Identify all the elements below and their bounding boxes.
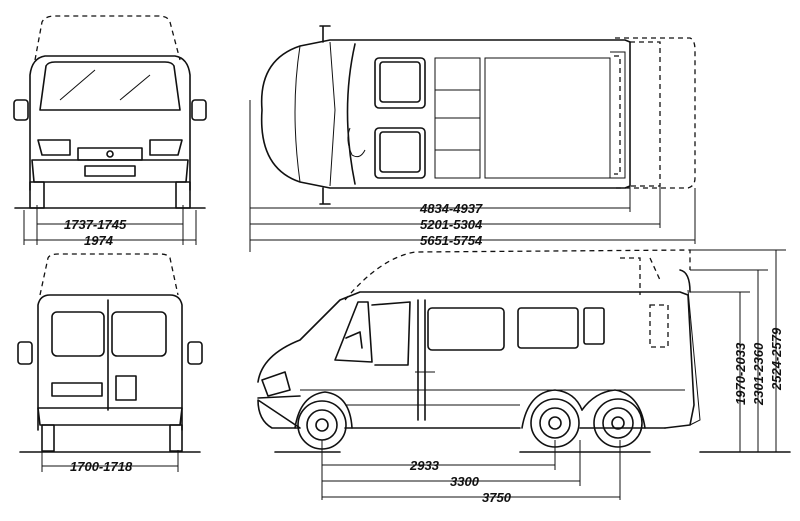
wheelbase-2-label: 3300	[450, 474, 480, 489]
height-2-label: 2301-2360	[751, 342, 766, 406]
rear-track-label: 1700-1718	[70, 459, 133, 474]
wheelbase-1-label: 2933	[409, 458, 440, 473]
height-1-label: 1970-2033	[733, 342, 748, 405]
front-view: 1737-1745 1974	[13, 15, 207, 248]
top-view: 4834-4937 5201-5304 5651-5754	[249, 25, 696, 252]
height-3-label: 2524-2579	[769, 327, 784, 391]
length-1-label: 4834-4937	[419, 201, 483, 216]
length-2-label: 5201-5304	[420, 217, 483, 232]
rear-view: 1700-1718	[17, 253, 203, 474]
length-3-label: 5651-5754	[420, 233, 483, 248]
front-track-label: 1737-1745	[64, 217, 127, 232]
front-width-label: 1974	[84, 233, 114, 248]
wheelbase-3-label: 3750	[482, 490, 512, 505]
side-view: 2933 3300 3750 1970-2033 2301-2360 2524-…	[257, 249, 791, 505]
